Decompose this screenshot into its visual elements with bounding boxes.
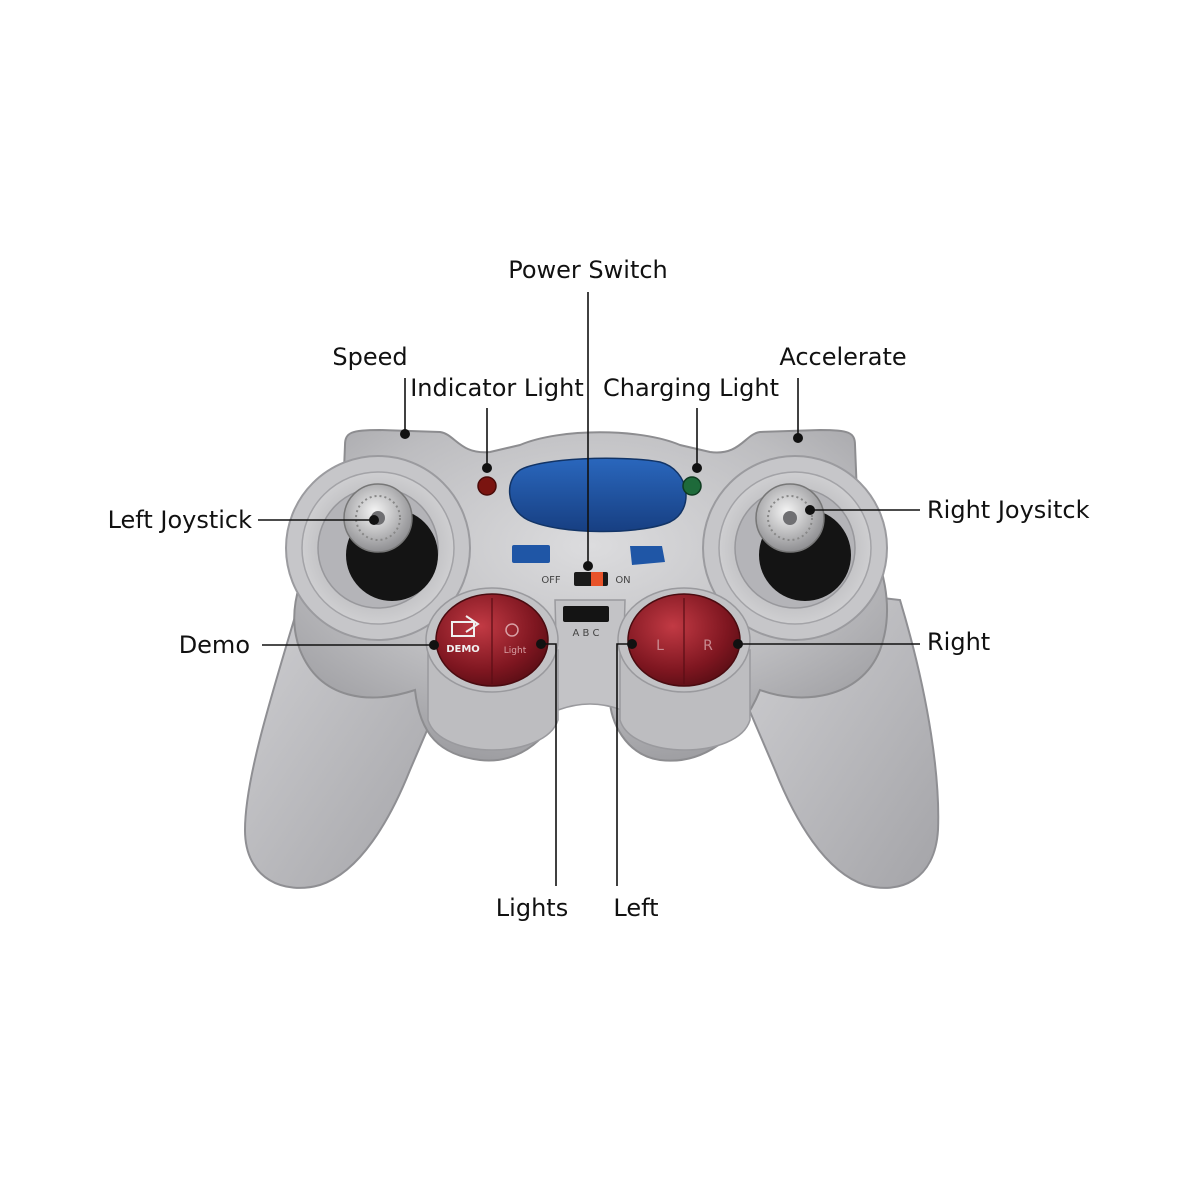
left-joystick[interactable] xyxy=(285,455,471,641)
demo-icon xyxy=(451,615,480,637)
light-button-text: Light xyxy=(504,646,527,656)
label-right-joystick: Right Joysitck xyxy=(927,496,1090,524)
r-marking: R xyxy=(703,638,713,654)
on-marking: ON xyxy=(615,575,630,586)
label-charging-light: Charging Light xyxy=(603,374,779,402)
power-switch-dot xyxy=(583,561,593,571)
lightbulb-icon xyxy=(505,623,519,637)
speed-dot xyxy=(400,429,410,439)
demo-button-text: DEMO xyxy=(446,644,480,655)
label-power-switch: Power Switch xyxy=(508,256,668,284)
right-dot xyxy=(733,639,743,649)
label-speed: Speed xyxy=(332,343,407,371)
left-button-pod: DEMO Light xyxy=(425,587,559,751)
blue-display-panel xyxy=(508,457,687,533)
off-marking: OFF xyxy=(541,575,561,586)
label-indicator-light: Indicator Light xyxy=(410,374,584,402)
left-blue-button[interactable] xyxy=(512,545,550,563)
right-blue-button[interactable] xyxy=(630,546,665,565)
abc-marking: A B C xyxy=(572,628,599,639)
lights-dot xyxy=(536,639,546,649)
power-switch[interactable] xyxy=(591,572,603,586)
label-right: Right xyxy=(927,628,990,656)
indicator-light-dot xyxy=(482,463,492,473)
demo-dot xyxy=(429,640,439,650)
left-dot xyxy=(627,639,637,649)
callout-leaders xyxy=(258,292,920,886)
left-joystick-dot xyxy=(369,515,379,525)
right-joystick-dot xyxy=(805,505,815,515)
center-panel: OFF ON A B C xyxy=(477,457,702,639)
label-lights: Lights xyxy=(496,894,568,922)
label-demo: Demo xyxy=(179,631,250,659)
indicator-led xyxy=(477,476,497,496)
callout-labels: Power Switch Speed Indicator Light Charg… xyxy=(108,256,1090,922)
channel-selector[interactable] xyxy=(563,606,609,622)
label-left: Left xyxy=(613,894,658,922)
l-marking: L xyxy=(656,638,664,654)
right-button-pod: L R xyxy=(617,587,751,751)
accelerate-dot xyxy=(793,433,803,443)
charging-led xyxy=(682,476,702,496)
label-accelerate: Accelerate xyxy=(779,343,906,371)
charging-light-dot xyxy=(692,463,702,473)
label-left-joystick: Left Joystick xyxy=(108,506,253,534)
